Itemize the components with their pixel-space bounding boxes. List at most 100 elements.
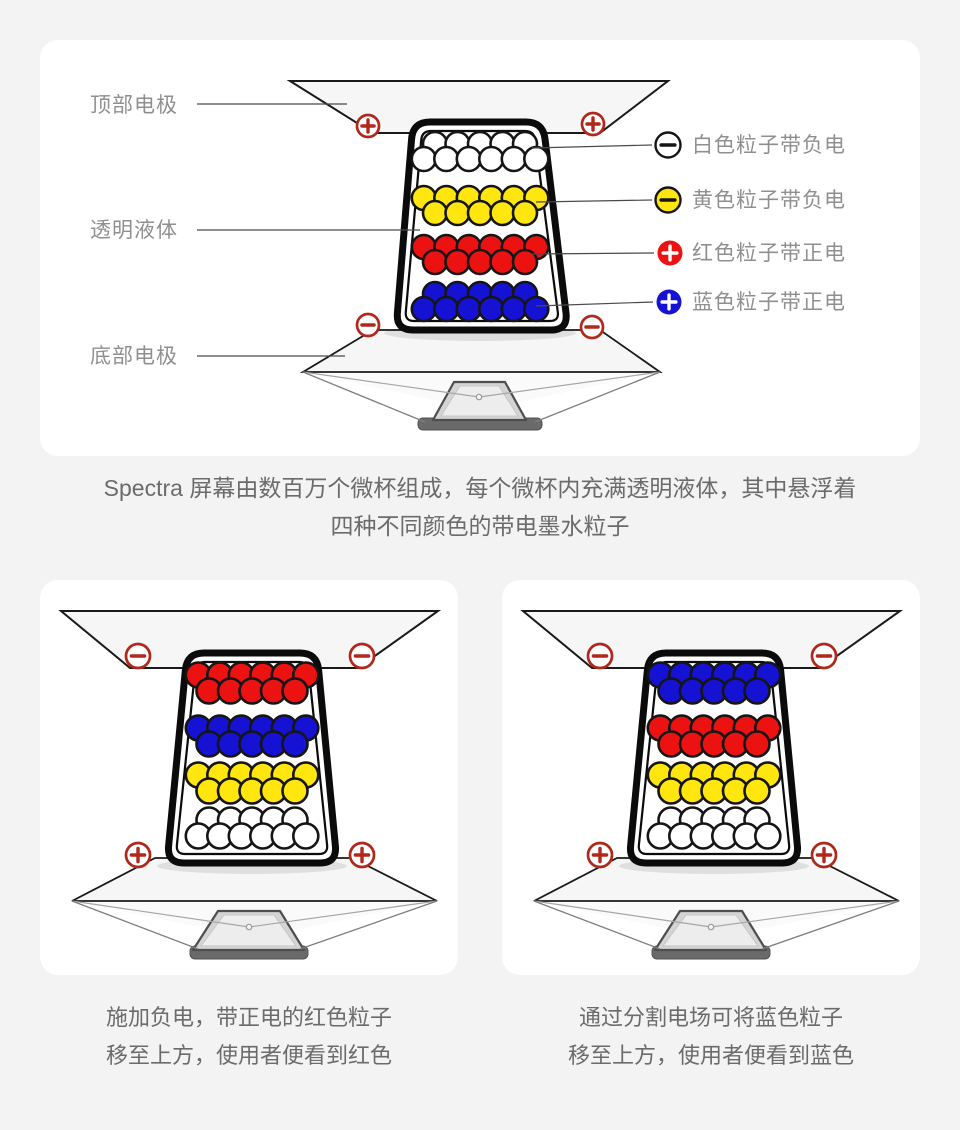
particle-row-blue <box>184 714 320 758</box>
projection-line <box>478 371 661 398</box>
particle-row-red <box>410 233 550 276</box>
blue-state-caption-line1: 通过分割电场可将蓝色粒子 <box>578 1005 843 1030</box>
red-particle <box>489 248 516 276</box>
red-state-caption-line2: 移至上方，使用者便看到红色 <box>105 1043 392 1068</box>
blue-particle <box>455 295 483 323</box>
stand-dot <box>707 923 715 931</box>
legend-label-blue: 蓝色粒子带正电 <box>692 291 846 314</box>
yellow-particle <box>421 199 449 227</box>
projection-line <box>534 371 661 423</box>
plus-charge-icon <box>348 841 376 869</box>
legend-yellow-icon <box>654 186 682 214</box>
display-stand <box>533 900 900 960</box>
red-state-card <box>40 580 458 975</box>
minus-charge-icon <box>124 642 152 670</box>
white-particle <box>753 822 782 850</box>
yellow-particle <box>743 777 771 805</box>
display-stand <box>71 900 438 960</box>
red-particle <box>421 248 449 276</box>
blue-particle <box>477 295 505 323</box>
particle-row-red <box>184 661 320 705</box>
yellow-particle <box>466 199 494 227</box>
stand-surface <box>440 385 519 417</box>
blue-state-caption: 通过分割电场可将蓝色粒子 移至上方，使用者便看到蓝色 <box>502 999 920 1075</box>
legend-label-white: 白色粒子带负电 <box>692 134 846 157</box>
main-caption-line1: Spectra 屏幕由数百万个微杯组成，每个微杯内充满透明液体，其中悬浮着 <box>103 475 857 501</box>
bottom-electrode <box>533 857 900 960</box>
plus-charge-icon <box>580 111 606 137</box>
plus-charge-icon <box>124 841 152 869</box>
projection-line <box>710 900 900 928</box>
white-particle <box>477 145 505 173</box>
stand-dot <box>475 393 483 401</box>
plus-charge-icon <box>810 841 838 869</box>
legend-blue-icon <box>656 289 682 315</box>
blue-particle <box>281 730 309 758</box>
blue-particle <box>500 295 528 323</box>
blue-state-card <box>502 580 920 975</box>
projection-line <box>71 900 250 928</box>
particle-row-blue <box>410 280 550 323</box>
stand-surface <box>200 914 297 947</box>
red-particle <box>444 248 471 276</box>
red-state-caption: 施加负电，带正电的红色粒子 移至上方，使用者便看到红色 <box>40 999 458 1075</box>
projection-line <box>248 900 438 928</box>
minus-charge-icon <box>579 314 605 340</box>
legend-connector-line <box>535 199 653 203</box>
blue-particle <box>743 677 771 705</box>
particle-row-yellow <box>184 761 320 805</box>
particle-row-yellow <box>410 184 550 227</box>
projection-line <box>533 900 712 928</box>
red-particle <box>743 730 771 758</box>
minus-charge-icon <box>348 642 376 670</box>
projection-line <box>302 371 426 423</box>
blue-particle <box>522 295 550 323</box>
minus-charge-icon <box>355 312 381 338</box>
red-state-caption-line1: 施加负电，带正电的红色粒子 <box>105 1005 392 1030</box>
white-particle <box>291 822 320 850</box>
minus-charge-icon <box>810 642 838 670</box>
plus-charge-icon <box>355 113 381 139</box>
legend <box>531 131 683 315</box>
microcup-structure-diagram <box>197 80 683 431</box>
legend-connector-line <box>531 252 655 255</box>
main-caption-line2: 四种不同颜色的带电墨水粒子 <box>330 513 630 539</box>
blue-particle <box>432 295 460 323</box>
legend-white-icon <box>654 131 682 159</box>
red-particle <box>511 248 539 276</box>
particle-row-white <box>646 806 782 850</box>
bottom-electrode <box>299 329 663 431</box>
projection-line <box>299 900 438 950</box>
stand-dot <box>245 923 253 931</box>
white-particle <box>500 145 528 173</box>
red-state-diagram <box>58 610 442 960</box>
legend-label-yellow: 黄色粒子带负电 <box>692 189 846 212</box>
legend-connector-line <box>535 301 654 307</box>
yellow-particle <box>511 199 539 227</box>
main-caption: Spectra 屏幕由数百万个微杯组成，每个微杯内充满透明液体，其中悬浮着 四种… <box>0 469 960 545</box>
top-electrode-label: 顶部电极 <box>90 94 178 117</box>
legend-connector-line <box>531 144 653 149</box>
particle-row-yellow <box>646 761 782 805</box>
yellow-particle <box>444 199 471 227</box>
projection-line <box>302 371 480 398</box>
particle-row-white <box>184 806 320 850</box>
red-particle <box>466 248 494 276</box>
projection-line <box>761 900 900 950</box>
white-particle <box>410 145 438 173</box>
display-stand <box>302 371 661 431</box>
blue-state-caption-line2: 移至上方，使用者便看到蓝色 <box>567 1043 854 1068</box>
particle-row-blue <box>646 661 782 705</box>
white-particle <box>522 145 550 173</box>
yellow-particle <box>281 777 309 805</box>
label-connector-lines <box>197 103 420 357</box>
microcup-structure-card: 顶部电极 透明液体 底部电极 白色粒子带负电 黄色粒子带负电 红色粒子带正电 蓝… <box>40 40 920 456</box>
red-particle <box>281 677 309 705</box>
particle-row-red <box>646 714 782 758</box>
projection-line <box>71 900 199 950</box>
legend-label-red: 红色粒子带正电 <box>692 242 846 265</box>
yellow-particle <box>489 199 516 227</box>
projection-line <box>533 900 661 950</box>
microcup-inner-wall <box>404 129 560 323</box>
